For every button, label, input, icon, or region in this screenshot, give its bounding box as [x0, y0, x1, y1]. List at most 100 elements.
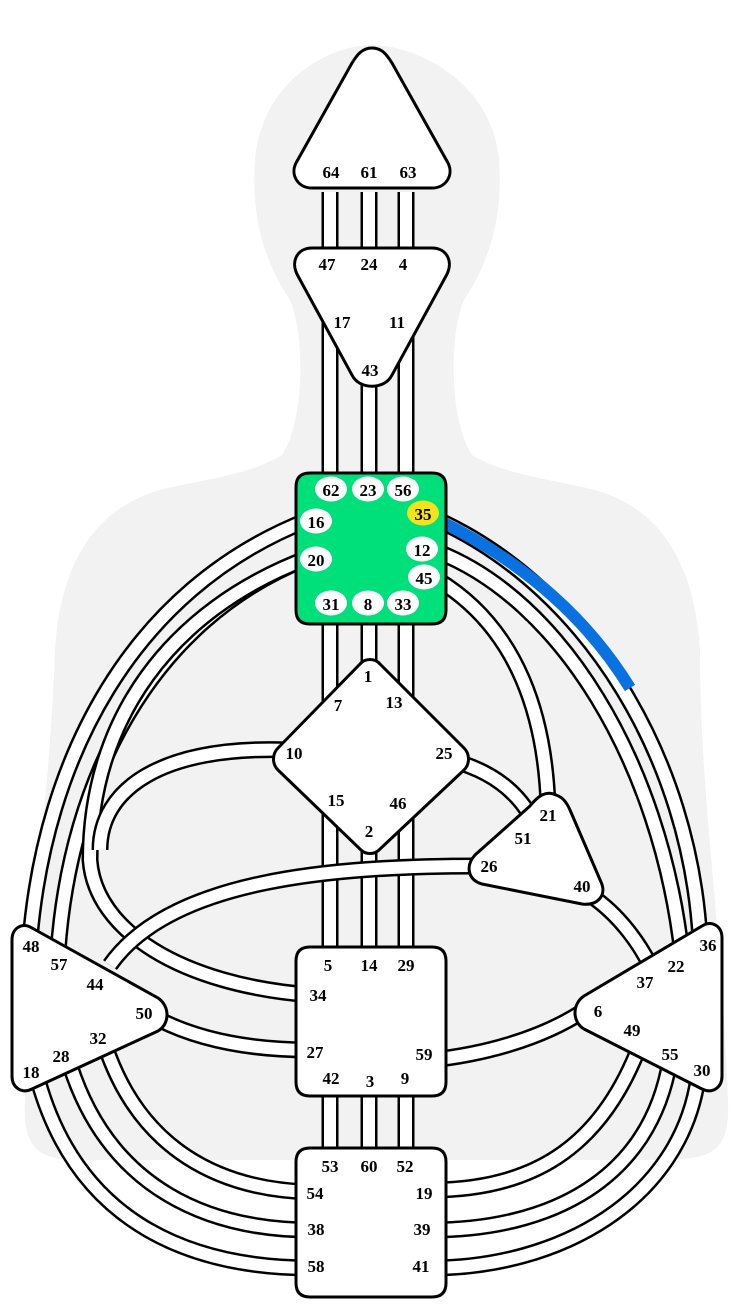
gate-51: 51	[515, 829, 532, 848]
gate-27: 27	[307, 1043, 325, 1062]
gate-label: 14	[361, 956, 379, 975]
channel-26-44	[103, 857, 479, 971]
active-gate-marker	[407, 500, 439, 526]
gate-label: 33	[395, 595, 412, 614]
gate-52: 52	[397, 1157, 414, 1176]
channel-10-57	[91, 741, 291, 851]
head-center	[292, 46, 452, 190]
gate-label: 17	[334, 313, 352, 332]
gate-32: 32	[90, 1029, 107, 1048]
gate-60: 60	[361, 1157, 378, 1176]
gate-label: 50	[136, 1004, 153, 1023]
heart-center	[467, 791, 605, 906]
spleen-center	[10, 924, 169, 1093]
gate-43: 43	[362, 361, 379, 380]
channel-59-6	[429, 1002, 590, 1069]
gate-41: 41	[413, 1257, 430, 1276]
gate-marker	[300, 546, 332, 572]
gate-57: 57	[51, 955, 69, 974]
gate-64: 64	[323, 163, 341, 182]
gate-label: 63	[400, 163, 417, 182]
channel-45-21	[433, 572, 557, 806]
gate-label: 32	[90, 1029, 107, 1048]
gate-30: 30	[694, 1061, 711, 1080]
gate-label: 53	[322, 1157, 339, 1176]
gate-47: 47	[319, 255, 337, 274]
gate-48: 48	[23, 937, 40, 956]
gate-label: 19	[416, 1184, 433, 1203]
gate-label: 27	[307, 1043, 325, 1062]
gate-23: 23	[352, 476, 384, 502]
gate-46: 46	[390, 794, 407, 813]
gate-label: 37	[637, 973, 655, 992]
gate-label: 24	[361, 255, 379, 274]
gate-marker	[352, 590, 384, 616]
gate-label: 47	[319, 255, 337, 274]
gate-61: 61	[361, 163, 378, 182]
gate-29: 29	[398, 956, 415, 975]
gate-label: 49	[624, 1021, 641, 1040]
gate-45: 45	[408, 564, 440, 590]
g-center	[272, 658, 470, 855]
gate-19: 19	[416, 1184, 433, 1203]
channel-35-36	[434, 512, 709, 941]
gate-label: 20	[308, 551, 325, 570]
gate-marker	[315, 590, 347, 616]
gate-label: 4	[399, 255, 408, 274]
gate-label: 1	[364, 667, 373, 686]
gate-12: 12	[406, 536, 438, 562]
gate-label: 26	[481, 857, 498, 876]
gate-label: 31	[323, 595, 340, 614]
gate-label: 55	[662, 1045, 679, 1064]
gate-label: 45	[416, 569, 433, 588]
gate-31: 31	[315, 590, 347, 616]
gate-35: 35	[407, 500, 439, 526]
gate-label: 34	[310, 986, 328, 1005]
gate-label: 10	[286, 744, 303, 763]
gate-10: 10	[286, 744, 303, 763]
gate-label: 36	[700, 936, 717, 955]
gate-label: 58	[308, 1257, 325, 1276]
gate-16: 16	[300, 508, 332, 534]
gate-label: 64	[323, 163, 341, 182]
channel-28-38	[61, 1062, 313, 1239]
gate-33: 33	[387, 590, 419, 616]
solar-plexus-center	[573, 922, 724, 1093]
gate-label: 52	[397, 1157, 414, 1176]
gate-7: 7	[334, 696, 343, 715]
gate-marker	[300, 508, 332, 534]
gate-15: 15	[328, 791, 345, 810]
gate-21: 21	[540, 806, 557, 825]
gate-26: 26	[481, 857, 498, 876]
gate-62: 62	[315, 476, 347, 502]
gate-marker	[387, 590, 419, 616]
gate-5: 5	[324, 956, 333, 975]
gate-marker	[352, 476, 384, 502]
centers	[10, 46, 724, 1299]
ajna-center	[293, 246, 451, 388]
gate-56: 56	[387, 476, 419, 502]
gate-3: 3	[366, 1072, 375, 1091]
gate-label: 59	[416, 1045, 433, 1064]
gate-label: 3	[366, 1072, 375, 1091]
gate-14: 14	[361, 956, 379, 975]
gate-label: 56	[395, 481, 412, 500]
gate-40: 40	[574, 877, 591, 896]
gate-38: 38	[308, 1220, 325, 1239]
gate-49: 49	[624, 1021, 641, 1040]
gate-marker	[387, 476, 419, 502]
gate-label: 18	[23, 1063, 40, 1082]
channel-39-55	[429, 1058, 679, 1239]
gate-label: 38	[308, 1220, 325, 1239]
gate-39: 39	[414, 1220, 431, 1239]
gate-18: 18	[23, 1063, 40, 1082]
gate-label: 13	[386, 693, 403, 712]
channel-32-54	[96, 1042, 313, 1201]
gate-1: 1	[364, 667, 373, 686]
gate-25: 25	[436, 744, 453, 763]
gate-11: 11	[389, 313, 405, 332]
channel-19-49	[429, 1041, 648, 1199]
gate-marker	[408, 564, 440, 590]
gate-label: 7	[334, 696, 343, 715]
